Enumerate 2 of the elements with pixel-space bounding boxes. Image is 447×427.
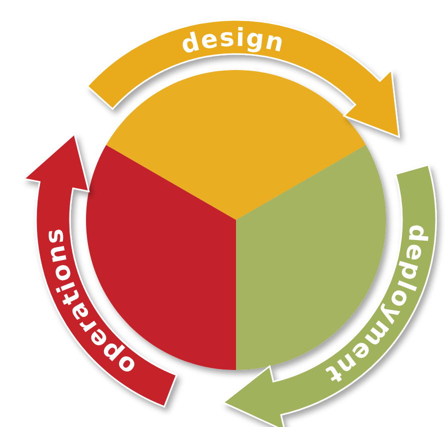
arrow-label: design (178, 22, 288, 60)
cycle-arrow (86, 19, 400, 138)
